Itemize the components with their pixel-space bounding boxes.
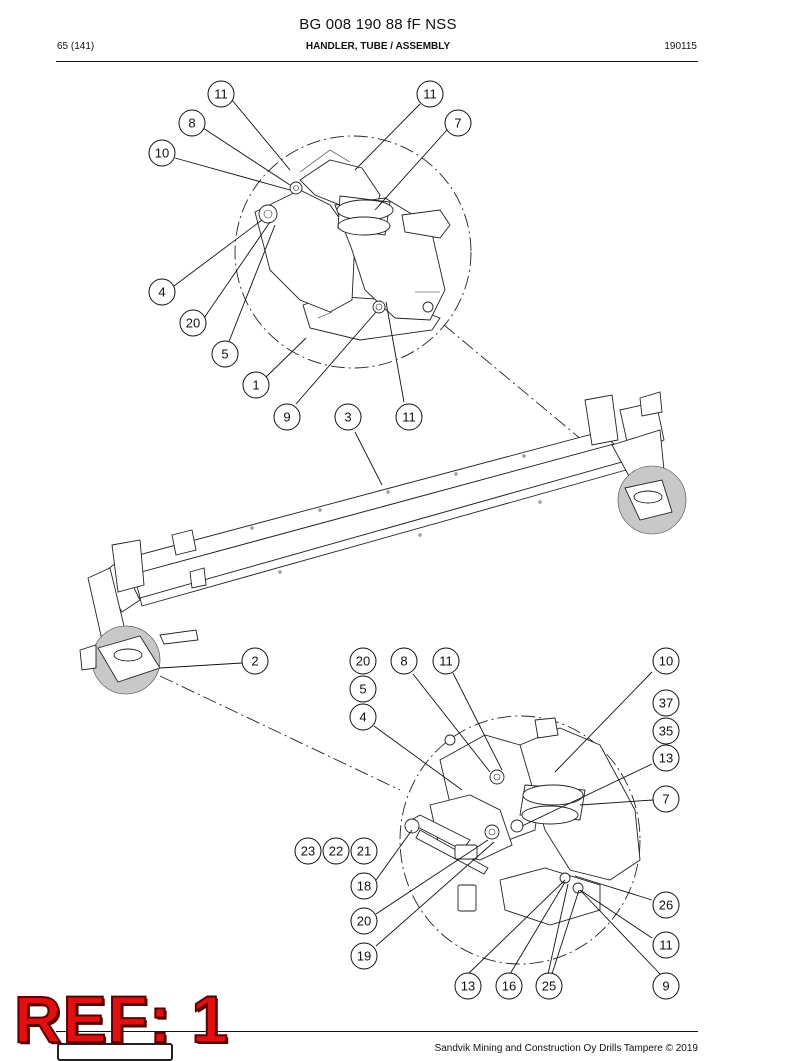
callout-11: 11 (652, 931, 680, 959)
footer-rule (56, 1031, 698, 1032)
svg-text:7: 7 (662, 792, 669, 807)
callout-25: 25 (535, 972, 563, 1000)
svg-text:8: 8 (400, 654, 407, 669)
callout-9: 9 (652, 972, 680, 1000)
svg-text:3: 3 (344, 410, 351, 425)
footer-copyright: Sandvik Mining and Construction Oy Drill… (434, 1043, 698, 1054)
svg-text:11: 11 (402, 410, 416, 425)
callout-2: 2 (241, 647, 269, 675)
callout-7: 7 (444, 109, 472, 137)
callout-16: 16 (495, 972, 523, 1000)
callout-3: 3 (334, 403, 362, 431)
document-title: BG 008 190 88 fF NSS (299, 16, 457, 33)
callout-11: 11 (207, 80, 235, 108)
svg-text:21: 21 (357, 844, 371, 859)
top-detail-view (234, 135, 472, 369)
callout-18: 18 (350, 872, 378, 900)
callout-7: 7 (652, 785, 680, 813)
svg-text:37: 37 (659, 696, 673, 711)
svg-text:11: 11 (423, 87, 437, 102)
callout-10: 10 (652, 647, 680, 675)
svg-text:10: 10 (155, 146, 169, 161)
callout-37: 37 (652, 689, 680, 717)
svg-text:26: 26 (659, 898, 673, 913)
svg-text:11: 11 (659, 938, 673, 953)
svg-text:1: 1 (252, 378, 259, 393)
callout-13: 13 (652, 744, 680, 772)
svg-text:18: 18 (357, 879, 371, 894)
assembly-subtitle: HANDLER, TUBE / ASSEMBLY (305, 41, 451, 52)
svg-text:11: 11 (439, 654, 453, 669)
svg-text:9: 9 (283, 410, 290, 425)
svg-text:13: 13 (461, 979, 475, 994)
svg-text:5: 5 (221, 347, 228, 362)
svg-text:22: 22 (329, 844, 343, 859)
callout-11: 11 (416, 80, 444, 108)
svg-text:4: 4 (359, 710, 366, 725)
callout-22: 22 (322, 837, 350, 865)
document-code: 190115 (664, 41, 697, 52)
svg-text:20: 20 (186, 316, 200, 331)
svg-text:4: 4 (158, 285, 165, 300)
callout-9: 9 (273, 403, 301, 431)
callout-19: 19 (350, 942, 378, 970)
callout-8: 8 (390, 647, 418, 675)
callout-23: 23 (294, 837, 322, 865)
bottom-detail-view (399, 715, 641, 965)
svg-text:35: 35 (659, 724, 673, 739)
callout-1: 1 (242, 371, 270, 399)
page-number: 65 (141) (57, 41, 95, 52)
svg-text:25: 25 (542, 979, 556, 994)
svg-text:9: 9 (662, 979, 669, 994)
svg-text:8: 8 (188, 116, 195, 131)
main-frame-view (79, 324, 687, 791)
callout-20: 20 (350, 907, 378, 935)
callout-11: 11 (395, 403, 423, 431)
svg-text:13: 13 (659, 751, 673, 766)
svg-text:19: 19 (357, 949, 371, 964)
svg-text:11: 11 (214, 87, 228, 102)
callout-20: 20 (349, 647, 377, 675)
ref-stamp: REF: 1 (13, 982, 230, 1056)
callout-20: 20 (179, 309, 207, 337)
svg-text:10: 10 (659, 654, 673, 669)
svg-text:5: 5 (359, 682, 366, 697)
callout-21: 21 (350, 837, 378, 865)
callout-35: 35 (652, 717, 680, 745)
callout-13: 13 (454, 972, 482, 1000)
callout-5: 5 (211, 340, 239, 368)
leader-lines (159, 99, 661, 975)
callout-8: 8 (178, 109, 206, 137)
callout-10: 10 (148, 139, 176, 167)
callout-5: 5 (349, 675, 377, 703)
svg-text:23: 23 (301, 844, 315, 859)
svg-text:2: 2 (251, 654, 258, 669)
callout-balloons: 11 11 8 7 10 4 20 5 1 9 3 11 2 20 8 11 1… (148, 80, 680, 1000)
svg-text:20: 20 (357, 914, 371, 929)
callout-26: 26 (652, 891, 680, 919)
callout-4: 4 (349, 703, 377, 731)
callout-4: 4 (148, 278, 176, 306)
header-rule (56, 61, 698, 62)
svg-text:20: 20 (356, 654, 370, 669)
callout-11: 11 (432, 647, 460, 675)
svg-text:16: 16 (502, 979, 516, 994)
svg-text:7: 7 (454, 116, 461, 131)
